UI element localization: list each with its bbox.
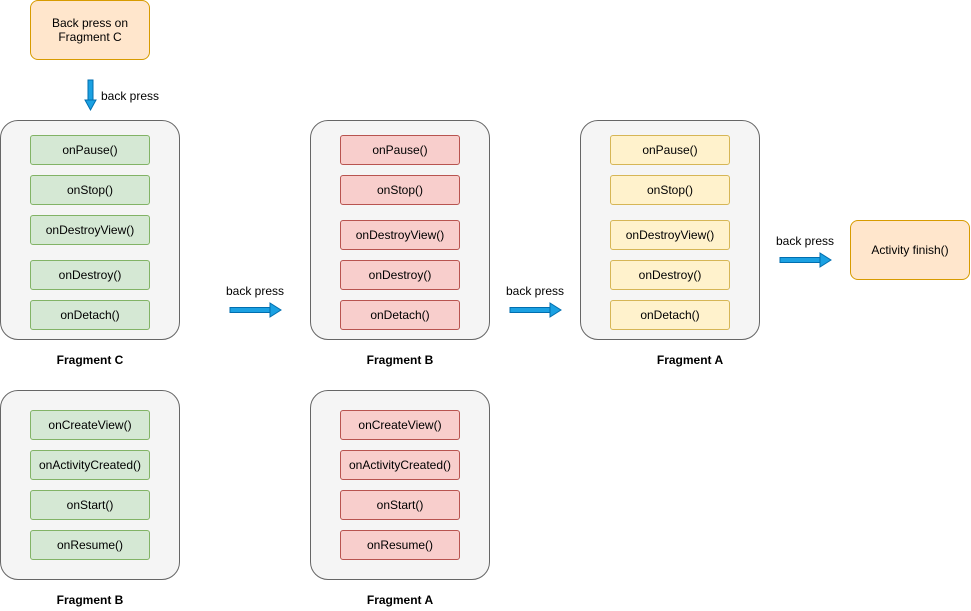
arrow-label: back press bbox=[226, 284, 285, 298]
right-arrow-icon bbox=[779, 252, 832, 268]
callback-box: onResume() bbox=[30, 530, 150, 560]
activity-finish-label: Activity finish() bbox=[871, 243, 949, 257]
panel-caption: Fragment C bbox=[56, 353, 124, 367]
arrow-label: back press bbox=[776, 234, 835, 248]
callback-box: onDestroyView() bbox=[610, 220, 730, 250]
panel-caption: Fragment A bbox=[366, 593, 434, 607]
callback-box: onPause() bbox=[610, 135, 730, 165]
callback-box: onPause() bbox=[30, 135, 150, 165]
right-arrow-icon bbox=[509, 302, 562, 318]
callback-box: onPause() bbox=[340, 135, 460, 165]
callback-box: onDestroyView() bbox=[30, 215, 150, 245]
callback-box: onDestroyView() bbox=[340, 220, 460, 250]
callback-box: onStart() bbox=[340, 490, 460, 520]
callback-box: onStart() bbox=[30, 490, 150, 520]
down-arrow-icon bbox=[84, 79, 97, 112]
panel-caption: Fragment B bbox=[56, 593, 124, 607]
callback-box: onStop() bbox=[30, 175, 150, 205]
callback-box: onStop() bbox=[340, 175, 460, 205]
callback-box: onDestroy() bbox=[30, 260, 150, 290]
start-box: Back press on Fragment C bbox=[30, 0, 150, 60]
callback-box: onDestroy() bbox=[340, 260, 460, 290]
callback-box: onActivityCreated() bbox=[30, 450, 150, 480]
callback-box: onDestroy() bbox=[610, 260, 730, 290]
activity-finish-box: Activity finish() bbox=[850, 220, 970, 280]
start-box-label: Back press on Fragment C bbox=[51, 16, 129, 44]
right-arrow-icon bbox=[229, 302, 282, 318]
callback-box: onDetach() bbox=[340, 300, 460, 330]
arrow-label: back press bbox=[506, 284, 565, 298]
panel-caption: Fragment B bbox=[366, 353, 434, 367]
callback-box: onResume() bbox=[340, 530, 460, 560]
down-arrow-label: back press bbox=[101, 89, 160, 103]
callback-box: onCreateView() bbox=[30, 410, 150, 440]
callback-box: onActivityCreated() bbox=[340, 450, 460, 480]
panel-caption: Fragment A bbox=[656, 353, 724, 367]
callback-box: onCreateView() bbox=[340, 410, 460, 440]
callback-box: onDetach() bbox=[610, 300, 730, 330]
callback-box: onDetach() bbox=[30, 300, 150, 330]
callback-box: onStop() bbox=[610, 175, 730, 205]
